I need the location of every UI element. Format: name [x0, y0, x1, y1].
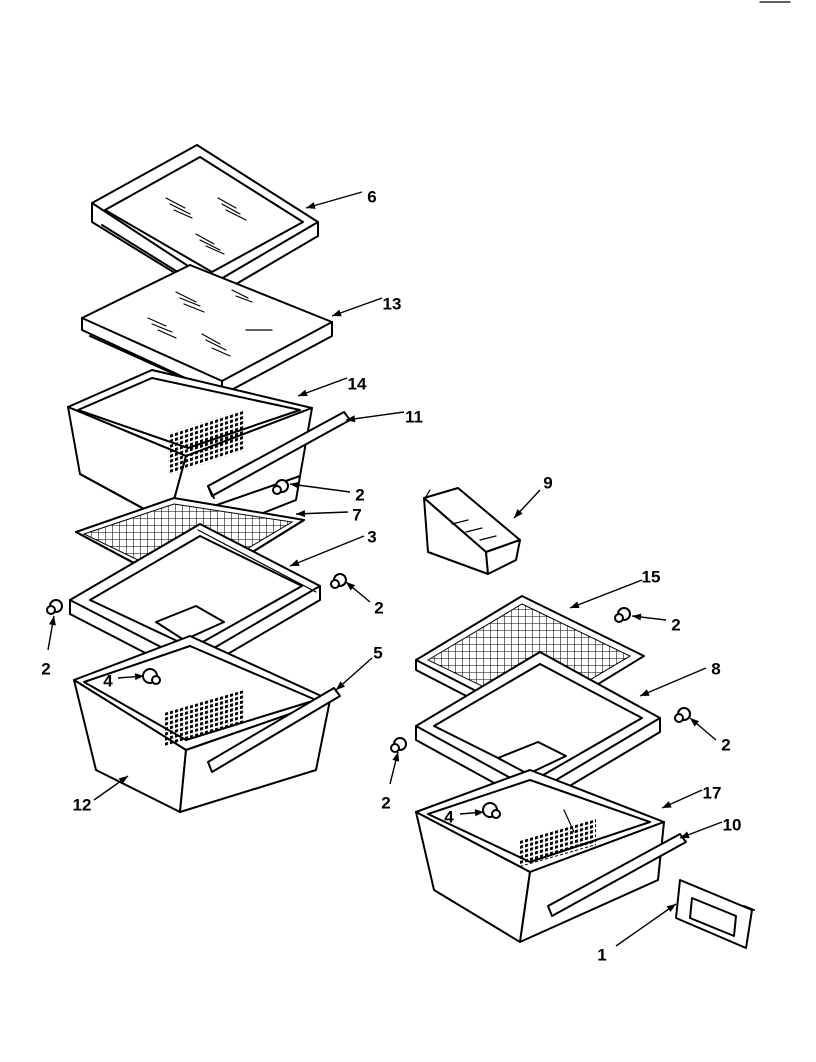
callout-15: 15: [569, 567, 661, 609]
arrowhead: [662, 801, 672, 808]
callout-label: 9: [543, 473, 552, 492]
clip-part-2-d: [614, 607, 631, 623]
callout-label: 4: [103, 671, 113, 690]
arrowhead: [298, 389, 308, 397]
callout-label: 12: [73, 795, 92, 814]
arrowhead: [346, 582, 356, 591]
callout-label: 13: [383, 294, 402, 313]
arrowhead: [632, 613, 642, 621]
arrowhead: [690, 718, 700, 727]
leader-line: [569, 579, 643, 609]
leader-line: [345, 411, 405, 421]
arrowhead: [474, 809, 484, 817]
callout-label: 15: [642, 567, 661, 586]
callout-label: 5: [373, 643, 382, 662]
arrowhead: [640, 689, 650, 696]
arrowhead: [48, 616, 56, 626]
callout-label: 2: [41, 659, 50, 678]
part-9-utility-bin: [423, 487, 521, 575]
part-13-glass-shelf: [81, 264, 333, 396]
clip-part-2-f: [390, 737, 407, 753]
callout-4: 4: [444, 807, 485, 826]
leader-line: [289, 483, 351, 493]
callout-label: 3: [367, 527, 376, 546]
arrowhead: [134, 673, 144, 681]
callout-label: 2: [671, 615, 680, 634]
arrowhead: [290, 559, 300, 566]
arrowhead: [346, 415, 356, 423]
callout-label: 14: [348, 374, 367, 393]
callout-label: 4: [444, 807, 454, 826]
callout-label: 11: [405, 407, 423, 426]
arrowhead: [680, 831, 690, 839]
arrowhead: [332, 309, 342, 317]
callout-12: 12: [73, 775, 129, 814]
part-3-cover-frame: [69, 523, 321, 677]
callout-8: 8: [639, 659, 721, 697]
part-17-right-crisper-pan: [415, 769, 665, 943]
callout-label: 1: [597, 945, 606, 964]
callout-2: 2: [631, 613, 681, 634]
callout-2: 2: [345, 581, 384, 617]
callout-4: 4: [103, 671, 145, 690]
leader-line: [615, 903, 677, 947]
arrowhead: [336, 681, 346, 690]
arrowhead: [392, 752, 400, 762]
callout-label: 2: [355, 485, 364, 504]
clip-part-2-e: [674, 707, 691, 723]
leader-line: [305, 191, 363, 209]
callout-label: 10: [723, 815, 742, 834]
arrowhead: [666, 904, 676, 913]
arrowhead: [514, 509, 523, 518]
arrowhead: [296, 510, 306, 518]
callout-label: 2: [374, 598, 383, 617]
callout-1: 1: [597, 903, 677, 964]
clip-part-4-b: [482, 802, 501, 819]
leader-line: [639, 667, 707, 697]
callout-2: 2: [689, 717, 731, 754]
part-1-label-bracket: [675, 879, 755, 949]
part-10-right-crisper-rail: [547, 833, 687, 917]
clip-part-2-c: [46, 599, 63, 615]
callout-7: 7: [295, 505, 362, 524]
clip-part-4-a: [142, 668, 161, 685]
callout-17: 17: [661, 783, 722, 809]
callout-10: 10: [679, 815, 742, 839]
callout-label: 17: [703, 783, 722, 802]
clip-part-2-b: [330, 573, 347, 589]
arrowhead: [290, 481, 300, 489]
arrowhead: [306, 202, 316, 209]
callout-label: 2: [721, 735, 730, 754]
callout-13: 13: [331, 294, 402, 317]
arrowhead: [570, 601, 580, 608]
callout-3: 3: [289, 527, 377, 567]
arrowhead: [118, 776, 128, 785]
callout-2: 2: [381, 751, 400, 812]
leader-line: [289, 535, 365, 567]
callout-11: 11: [345, 407, 423, 426]
part-6-shelf-frame: [91, 144, 319, 298]
callout-label: 6: [367, 187, 376, 206]
clip-part-2-a: [272, 479, 289, 495]
part-12-lower-crisper-pan: [73, 635, 341, 813]
callout-label: 8: [711, 659, 720, 678]
callout-9: 9: [513, 473, 553, 519]
callout-2: 2: [41, 615, 56, 678]
callout-2: 2: [289, 481, 365, 504]
callout-label: 2: [381, 793, 390, 812]
callout-5: 5: [335, 643, 383, 691]
callout-14: 14: [297, 374, 367, 397]
callout-6: 6: [305, 187, 377, 209]
callout-label: 7: [352, 505, 361, 524]
